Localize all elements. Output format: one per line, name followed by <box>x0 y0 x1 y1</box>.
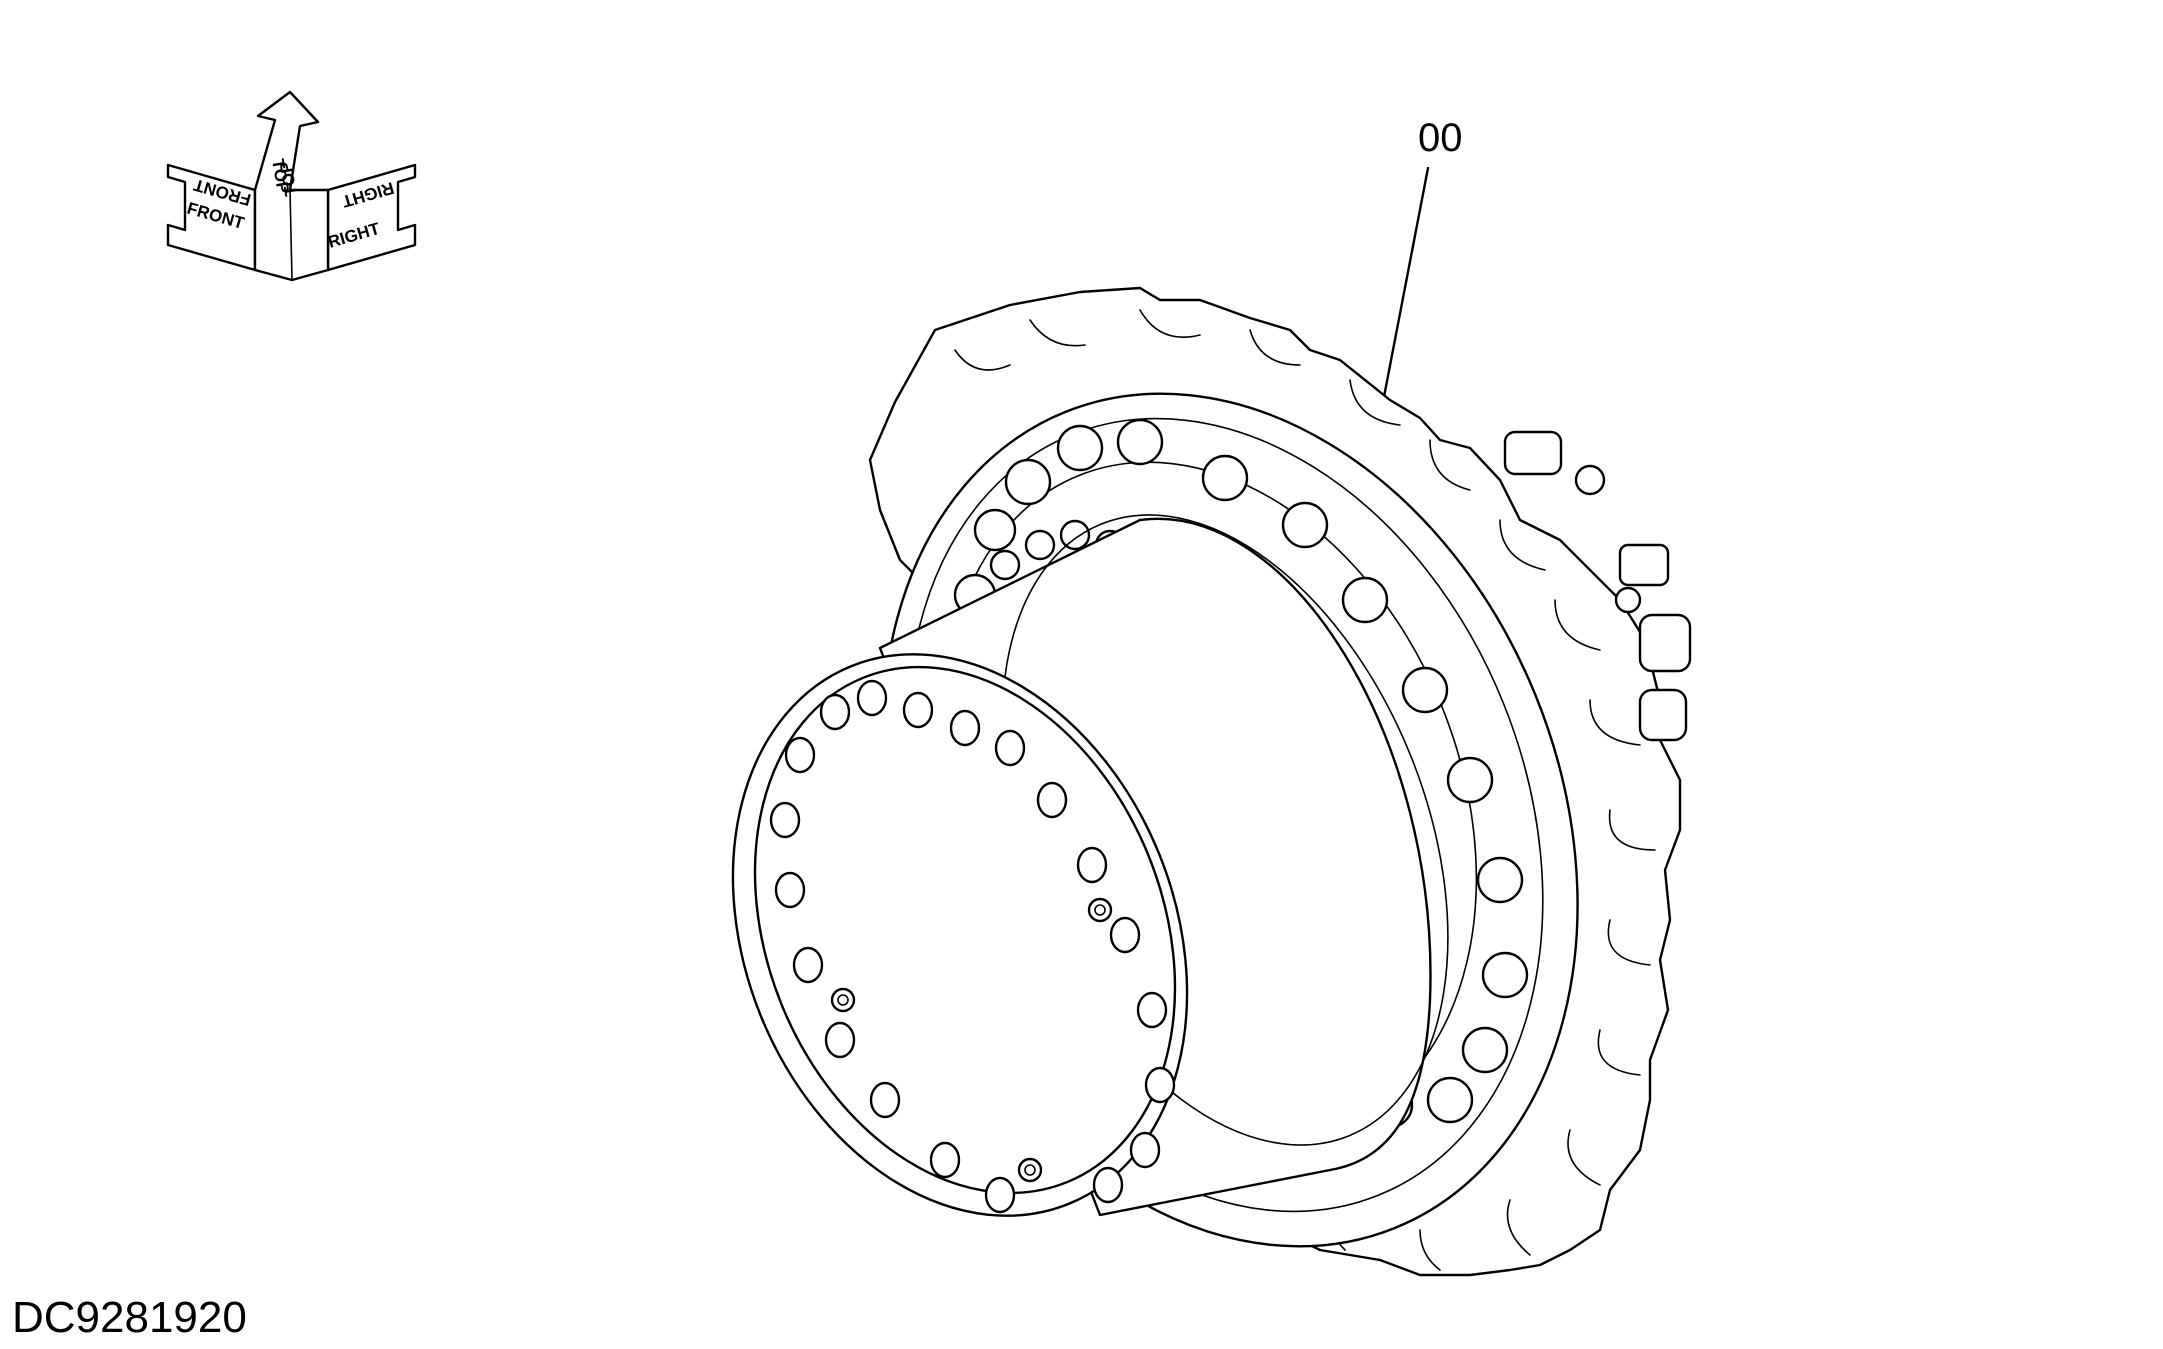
front-cover-face <box>753 665 1177 1195</box>
right-arrow-icon <box>326 163 417 272</box>
front-cover-outer <box>731 653 1189 1217</box>
oil-plugs <box>830 897 1113 1183</box>
orientation-symbol: FRONT FRONT TOP TOP RIGHT RIGHT <box>166 90 417 282</box>
document-id: DC9281920 <box>12 1293 247 1342</box>
callout-leader-line <box>1381 166 1430 404</box>
top-arrow-icon <box>253 90 330 282</box>
part-callout-label: 00 <box>1418 116 1463 160</box>
front-cover-bolts <box>769 679 1176 1214</box>
travel-motor-assembly <box>731 286 1692 1277</box>
hydraulic-port-fittings <box>1503 430 1692 742</box>
